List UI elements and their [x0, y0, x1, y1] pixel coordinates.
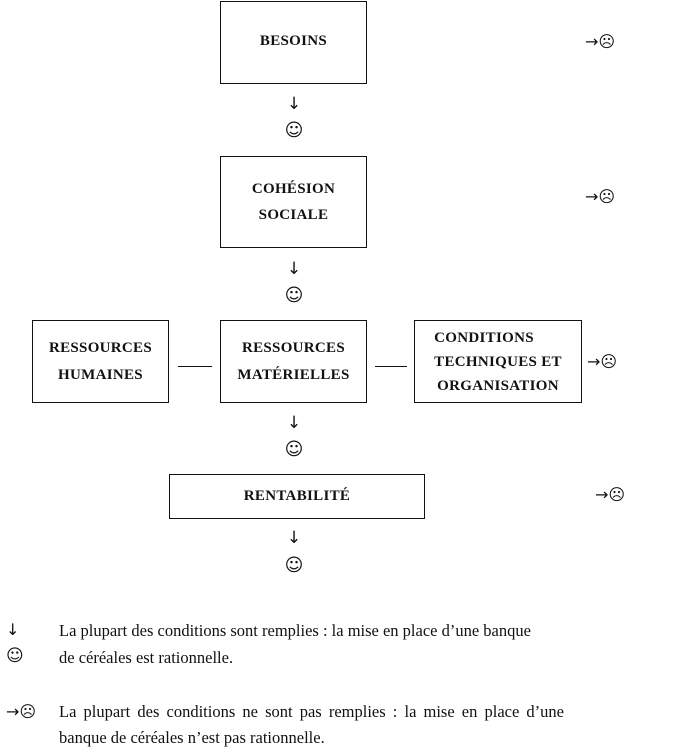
negative-outcome-rentabilite: →☹	[595, 485, 626, 504]
negative-outcome-conditions: →☹	[587, 352, 618, 371]
smiley-icon-3: ☺	[284, 439, 304, 460]
box-conditions-line3: ORGANISATION	[437, 377, 559, 394]
box-ressources-humaines: RESSOURCES HUMAINES	[32, 320, 169, 403]
connector-line-left	[178, 366, 212, 367]
legend-negative-line2: banque de céréales n’est pas rationnelle…	[59, 728, 325, 747]
box-conditions-line2: TECHNIQUES ET	[434, 353, 562, 370]
down-arrow-2: ↓	[286, 259, 302, 279]
box-rh-line2: HUMAINES	[58, 366, 143, 383]
box-rm-line1: RESSOURCES	[241, 340, 346, 357]
box-ressources-materielles: RESSOURCES MATÉRIELLES	[220, 320, 367, 403]
legend-down-arrow: ↓	[6, 620, 20, 639]
negative-outcome-cohesion: →☹	[585, 187, 616, 206]
legend-positive-line1: La plupart des conditions sont remplies …	[59, 621, 531, 640]
down-arrow-1: ↓	[286, 94, 302, 114]
smiley-icon-4: ☺	[284, 555, 304, 576]
box-rh-line1: RESSOURCES	[48, 340, 153, 357]
smiley-icon-1: ☺	[284, 120, 304, 141]
legend-positive-line2: de céréales est rationnelle.	[59, 648, 234, 667]
connector-line-right	[375, 366, 407, 367]
box-besoins: BESOINS	[220, 1, 367, 84]
legend-negative-line1: La plupart des conditions ne sont pas re…	[59, 702, 564, 721]
box-conditions-techniques: CONDITIONS TECHNIQUES ET ORGANISATION	[414, 320, 582, 403]
legend-negative-symbol: →☹	[6, 702, 37, 721]
down-arrow-4: ↓	[286, 528, 302, 548]
box-cohesion-sociale: COHÉSION SOCIALE	[220, 156, 367, 248]
smiley-icon-2: ☺	[284, 285, 304, 306]
legend-smiley-icon: ☺	[6, 646, 24, 666]
box-rm-line2: MATÉRIELLES	[237, 366, 350, 383]
box-besoins-label: BESOINS	[259, 33, 328, 49]
down-arrow-3: ↓	[286, 413, 302, 433]
negative-outcome-besoins: →☹	[585, 32, 616, 51]
box-cohesion-line2: SOCIALE	[258, 207, 329, 223]
box-rentabilite-label: RENTABILITÉ	[243, 488, 351, 505]
box-rentabilite: RENTABILITÉ	[169, 474, 425, 519]
box-conditions-line1: CONDITIONS	[434, 329, 534, 346]
box-cohesion-line1: COHÉSION	[251, 180, 336, 197]
